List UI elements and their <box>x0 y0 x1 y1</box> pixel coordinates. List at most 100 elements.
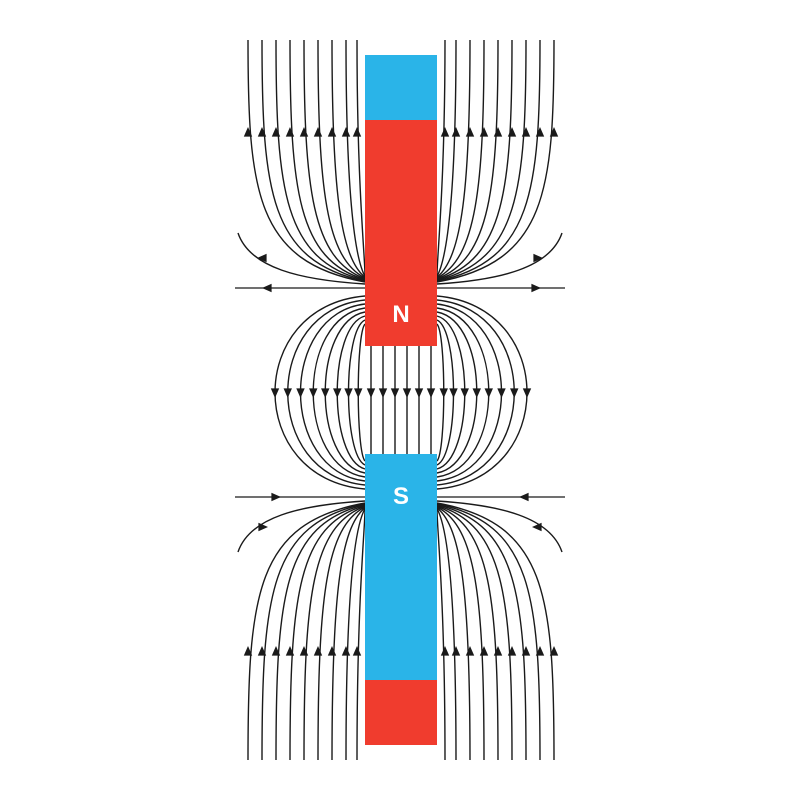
field-arrow-3 <box>519 492 529 502</box>
field-line-34 <box>317 506 366 761</box>
field-arrow-29 <box>521 646 531 656</box>
field-line-23 <box>436 232 563 285</box>
field-line-43 <box>436 500 563 553</box>
field-line-13 <box>436 39 499 280</box>
field-arrow-63 <box>402 388 412 398</box>
field-arrow-35 <box>479 646 489 656</box>
field-arrow-9 <box>521 127 531 137</box>
field-arrow-57 <box>449 388 458 398</box>
field-arrow-8 <box>271 127 281 137</box>
field-arrow-23 <box>533 253 543 263</box>
field-line-32 <box>303 505 366 761</box>
field-arrow-41 <box>440 646 450 656</box>
field-line-27 <box>436 503 541 761</box>
field-line-48 <box>299 303 366 482</box>
field-arrow-60 <box>366 388 376 398</box>
field-arrow-54 <box>333 388 342 398</box>
field-line-4 <box>247 39 366 283</box>
field-lines <box>235 39 565 761</box>
field-line-35 <box>436 506 485 761</box>
field-arrow-18 <box>341 127 351 137</box>
field-arrow-47 <box>510 388 519 398</box>
field-arrow-44 <box>270 388 280 398</box>
field-line-41 <box>436 509 446 761</box>
field-arrow-50 <box>309 388 318 398</box>
field-arrow-30 <box>285 646 295 656</box>
field-arrow-13 <box>493 127 503 137</box>
upper-magnet: N <box>365 55 437 346</box>
field-arrow-36 <box>327 646 337 656</box>
north-pole-label: N <box>392 301 409 328</box>
field-arrow-17 <box>465 127 475 137</box>
field-line-33 <box>436 505 499 761</box>
field-line-9 <box>436 39 527 282</box>
field-arrow-5 <box>549 127 559 137</box>
field-line-19 <box>436 39 457 277</box>
field-arrow-56 <box>344 388 353 398</box>
field-arrow-11 <box>507 127 517 137</box>
upper-magnet-south-segment <box>365 55 437 120</box>
field-arrow-34 <box>313 646 323 656</box>
field-arrow-43 <box>532 522 542 532</box>
field-line-5 <box>436 39 555 283</box>
field-arrows <box>243 127 559 656</box>
field-arrow-45 <box>522 388 532 398</box>
field-arrow-64 <box>414 388 424 398</box>
field-arrow-28 <box>271 646 281 656</box>
field-line-24 <box>247 502 366 761</box>
field-arrow-46 <box>283 388 292 398</box>
field-arrow-53 <box>472 388 481 398</box>
field-arrow-21 <box>440 127 450 137</box>
field-arrow-40 <box>352 646 362 656</box>
upper-magnet-north-segment <box>365 120 437 346</box>
field-arrow-25 <box>549 646 559 656</box>
field-line-10 <box>289 39 366 281</box>
lower-magnet: S <box>365 454 437 745</box>
field-arrow-31 <box>507 646 517 656</box>
field-arrow-52 <box>321 388 330 398</box>
field-line-49 <box>436 303 503 482</box>
field-arrow-65 <box>426 388 436 398</box>
field-arrow-10 <box>285 127 295 137</box>
field-line-40 <box>356 509 366 761</box>
field-line-22 <box>237 232 366 285</box>
field-line-28 <box>275 503 366 761</box>
field-arrow-24 <box>243 646 253 656</box>
field-arrow-0 <box>262 283 272 293</box>
field-arrow-16 <box>327 127 337 137</box>
field-arrow-62 <box>390 388 400 398</box>
field-arrow-15 <box>479 127 489 137</box>
field-line-42 <box>237 500 366 553</box>
field-line-25 <box>436 502 555 761</box>
field-arrow-1 <box>531 283 541 293</box>
field-line-7 <box>436 39 541 282</box>
field-arrow-37 <box>465 646 475 656</box>
field-arrow-59 <box>439 388 448 398</box>
field-arrow-49 <box>497 388 506 398</box>
field-arrow-6 <box>257 127 267 137</box>
field-arrow-48 <box>296 388 305 398</box>
field-arrow-39 <box>451 646 461 656</box>
field-line-6 <box>261 39 366 282</box>
field-line-16 <box>331 39 366 278</box>
field-arrow-26 <box>257 646 267 656</box>
field-line-18 <box>345 39 366 277</box>
field-line-15 <box>436 39 485 279</box>
field-arrow-12 <box>299 127 309 137</box>
field-line-12 <box>303 39 366 280</box>
field-arrow-7 <box>535 127 545 137</box>
field-arrow-19 <box>451 127 461 137</box>
field-line-14 <box>317 39 366 279</box>
field-arrow-58 <box>354 388 363 398</box>
field-arrow-38 <box>341 646 351 656</box>
field-line-8 <box>275 39 366 282</box>
field-arrow-33 <box>493 646 503 656</box>
field-arrow-22 <box>257 253 267 263</box>
field-line-38 <box>345 508 366 761</box>
field-arrow-2 <box>271 492 281 502</box>
field-line-31 <box>436 504 513 761</box>
field-arrow-4 <box>243 127 253 137</box>
field-arrow-55 <box>460 388 469 398</box>
field-arrow-14 <box>313 127 323 137</box>
